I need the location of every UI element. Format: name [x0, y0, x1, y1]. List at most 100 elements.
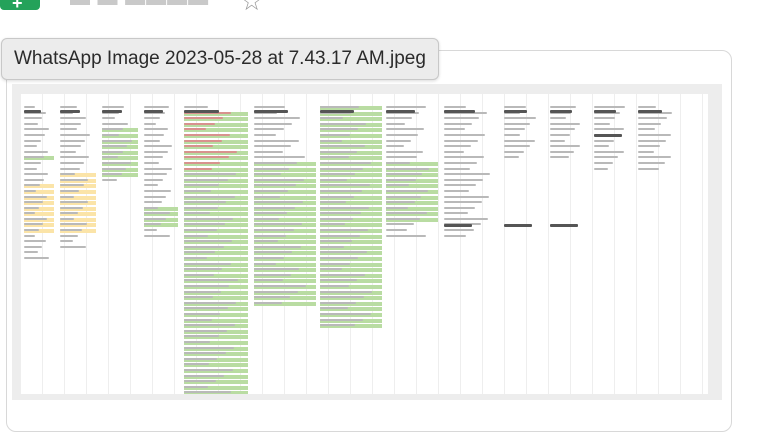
sheet-column-lower [594, 124, 638, 137]
sheet-cell [254, 117, 316, 121]
sheet-cell [60, 150, 96, 155]
sheet-cell [550, 156, 590, 160]
sheet-cell [60, 156, 96, 160]
sheet-cell [444, 178, 500, 183]
sheet-column [550, 100, 590, 162]
sheet-cell [386, 156, 438, 160]
sheet-cell [386, 206, 438, 211]
sheet-cell [24, 167, 54, 172]
google-sheets-icon[interactable]: + [0, 0, 40, 12]
sheet-cell [24, 178, 54, 183]
sheet-cell [254, 301, 316, 306]
sheet-cell [144, 167, 178, 172]
sheet-cell [254, 229, 316, 234]
sheet-gridline [614, 94, 615, 394]
sheet-cell [320, 273, 382, 278]
sheet-cell [254, 145, 316, 149]
sheet-cell [184, 374, 248, 379]
sheet-cell [386, 122, 438, 127]
sheet-cell [184, 285, 248, 289]
image-thumbnail[interactable] [12, 84, 722, 400]
sheet-cell [24, 201, 54, 206]
sheet-cell [144, 189, 178, 194]
sheet-cell [504, 133, 546, 138]
sheet-cell [594, 139, 634, 144]
sheet-cell [320, 301, 382, 306]
sheet-column-header [444, 100, 500, 113]
sheet-cell [102, 128, 138, 133]
sheet-gridline [108, 94, 109, 394]
sheet-cell [594, 106, 634, 110]
sheet-column-header [320, 100, 382, 113]
sheet-cell [638, 161, 682, 166]
sheet-column-header [550, 100, 590, 113]
sheet-cell [254, 161, 316, 166]
sheet-cell [320, 167, 382, 172]
sheet-cell [184, 195, 248, 200]
sheet-cell [444, 212, 500, 216]
sheet-cell [184, 279, 248, 284]
sheet-cell [184, 268, 248, 273]
sheet-cell [24, 195, 54, 200]
sheet-cell [386, 117, 438, 121]
sheet-cell [254, 156, 316, 160]
sheet-cell [184, 156, 248, 161]
sheet-cell [184, 307, 248, 312]
sheet-cell [638, 167, 682, 172]
sheet-cell [444, 229, 500, 233]
sheet-cell [320, 106, 382, 110]
sheet-cell [144, 223, 178, 228]
sheet-cell [184, 133, 248, 138]
sheet-cell [144, 229, 178, 233]
sheet-cell [184, 391, 248, 394]
top-bar: + ▬ ▬ ▬▬▬▬ ☆ [0, 0, 762, 16]
sheet-cell [254, 273, 316, 278]
sheet-cell [386, 161, 438, 166]
sheet-cell [60, 240, 96, 244]
sheet-cell [254, 122, 316, 127]
sheet-cell [184, 357, 248, 362]
sheet-cell [444, 156, 500, 160]
sheet-cell [254, 290, 316, 295]
sheet-cell [320, 139, 382, 144]
sheet-cell [550, 150, 590, 155]
sheet-cell [444, 195, 500, 200]
sheet-cell [144, 212, 178, 217]
sheet-cell [184, 380, 248, 385]
sheet-column [144, 100, 178, 240]
sheet-column [638, 100, 682, 173]
sheet-cell [60, 184, 96, 189]
sheet-cell [102, 145, 138, 150]
sheet-cell [386, 133, 438, 138]
sheet-cell [184, 368, 248, 373]
sheet-cell [144, 128, 178, 132]
sheet-cell [594, 117, 634, 121]
sheet-cell [254, 206, 316, 211]
sheet-cell [184, 145, 248, 150]
sheet-cell [144, 122, 178, 127]
sheet-cell [254, 234, 316, 239]
sheet-cell [320, 257, 382, 262]
sheet-cell [144, 145, 178, 149]
sheet-cell [184, 167, 248, 172]
sheet-gridline [482, 94, 483, 394]
sheet-cell [24, 217, 54, 222]
sheet-gridline [526, 94, 527, 394]
sheet-cell [60, 106, 96, 110]
sheet-cell [184, 223, 248, 228]
sheet-cell [386, 217, 438, 222]
sheet-cell [184, 363, 248, 368]
sheet-cell [320, 201, 382, 206]
sheet-column-header [386, 100, 438, 113]
sheet-cell [444, 128, 500, 132]
sheet-cell [254, 296, 316, 301]
sheet-cell [184, 290, 248, 295]
sheet-cell [638, 133, 682, 138]
sheet-cell [444, 234, 500, 239]
sheet-cell [638, 139, 682, 144]
sheet-column-header [60, 100, 96, 113]
sheet-cell [184, 117, 248, 122]
sheet-cell [444, 106, 500, 110]
sheet-cell [320, 189, 382, 194]
star-icon[interactable]: ☆ [240, 0, 264, 16]
